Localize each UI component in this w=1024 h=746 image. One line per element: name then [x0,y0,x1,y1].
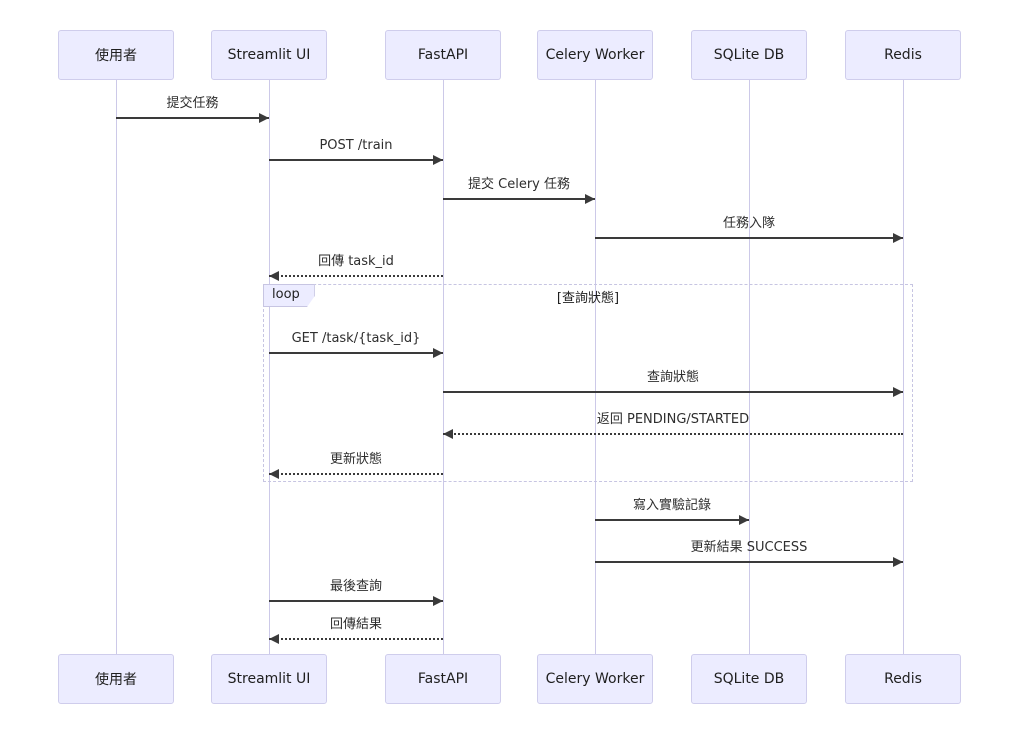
arrowhead-icon [893,233,903,243]
message-line [443,391,903,393]
message-line [595,519,749,521]
arrowhead-icon [269,469,279,479]
participant-label: 使用者 [95,672,137,688]
participant-redis-top: Redis [845,30,961,80]
participant-label: Redis [884,47,922,63]
message-arrow [595,515,749,525]
participant-sqlite-db-bottom: SQLite DB [691,654,807,704]
message-arrow [269,596,443,606]
message-label: GET /task/{task_id} [291,331,421,346]
participant-celery-worker-bottom: Celery Worker [537,654,653,704]
message-label: 回傳結果 [329,617,382,632]
message-line [269,473,443,475]
participant-user-top: 使用者 [58,30,174,80]
arrowhead-icon [433,596,443,606]
message-arrow [269,155,443,165]
lifeline-fastapi [442,80,444,656]
arrowhead-icon [893,557,903,567]
participant-label: Celery Worker [545,47,645,63]
participant-label: Redis [884,671,922,687]
arrowhead-icon [269,271,279,281]
arrowhead-icon [739,515,749,525]
message-arrow [443,387,903,397]
participant-fastapi-top: FastAPI [385,30,501,80]
lifeline-celery-worker [594,80,596,656]
message-label: 最後查詢 [329,579,382,594]
message-line [443,198,595,200]
arrowhead-icon [269,634,279,644]
message-label: 更新結果 SUCCESS [690,540,808,555]
message-line [116,117,269,119]
message-arrow [443,194,595,204]
message-label: 任務入隊 [722,216,775,231]
arrowhead-icon [433,155,443,165]
arrowhead-icon [585,194,595,204]
message-arrow [269,348,443,358]
message-arrow [116,113,269,123]
lifeline-streamlit-ui [268,80,270,656]
loop-condition-label: [查詢狀態] [556,291,620,306]
participant-label: FastAPI [417,47,469,63]
message-label: 更新狀態 [329,452,382,467]
message-arrow [595,233,903,243]
message-arrow [443,429,903,439]
message-arrow [595,557,903,567]
participant-streamlit-ui-top: Streamlit UI [211,30,327,80]
message-label: 回傳 task_id [318,254,394,269]
participant-celery-worker-top: Celery Worker [537,30,653,80]
message-label: 寫入實驗記錄 [632,498,711,513]
message-line [269,159,443,161]
message-arrow [269,469,443,479]
message-line [595,561,903,563]
message-line [595,237,903,239]
lifeline-redis [902,80,904,656]
participant-redis-bottom: Redis [845,654,961,704]
participant-label: SQLite DB [713,671,785,687]
participant-label: SQLite DB [713,47,785,63]
arrowhead-icon [893,387,903,397]
participant-label: Streamlit UI [227,47,311,63]
arrowhead-icon [433,348,443,358]
loop-frame [263,284,913,482]
arrowhead-icon [259,113,269,123]
participant-user-bottom: 使用者 [58,654,174,704]
participant-sqlite-db-top: SQLite DB [691,30,807,80]
message-line [269,352,443,354]
message-line [269,638,443,640]
participant-label: Streamlit UI [227,671,311,687]
participant-label: Celery Worker [545,671,645,687]
message-line [269,275,443,277]
message-arrow [269,271,443,281]
participant-streamlit-ui-bottom: Streamlit UI [211,654,327,704]
arrowhead-icon [443,429,453,439]
message-line [443,433,903,435]
message-label: 查詢狀態 [646,370,699,385]
loop-label: loop [263,284,315,307]
message-arrow [269,634,443,644]
participant-label: 使用者 [95,48,137,64]
lifeline-sqlite-db [748,80,750,656]
lifeline-user [115,80,117,656]
message-label: 返回 PENDING/STARTED [596,412,750,427]
message-label: 提交任務 [166,96,219,111]
message-label: 提交 Celery 任務 [468,177,570,192]
participant-fastapi-bottom: FastAPI [385,654,501,704]
message-label: POST /train [319,138,393,153]
participant-label: FastAPI [417,671,469,687]
message-line [269,600,443,602]
